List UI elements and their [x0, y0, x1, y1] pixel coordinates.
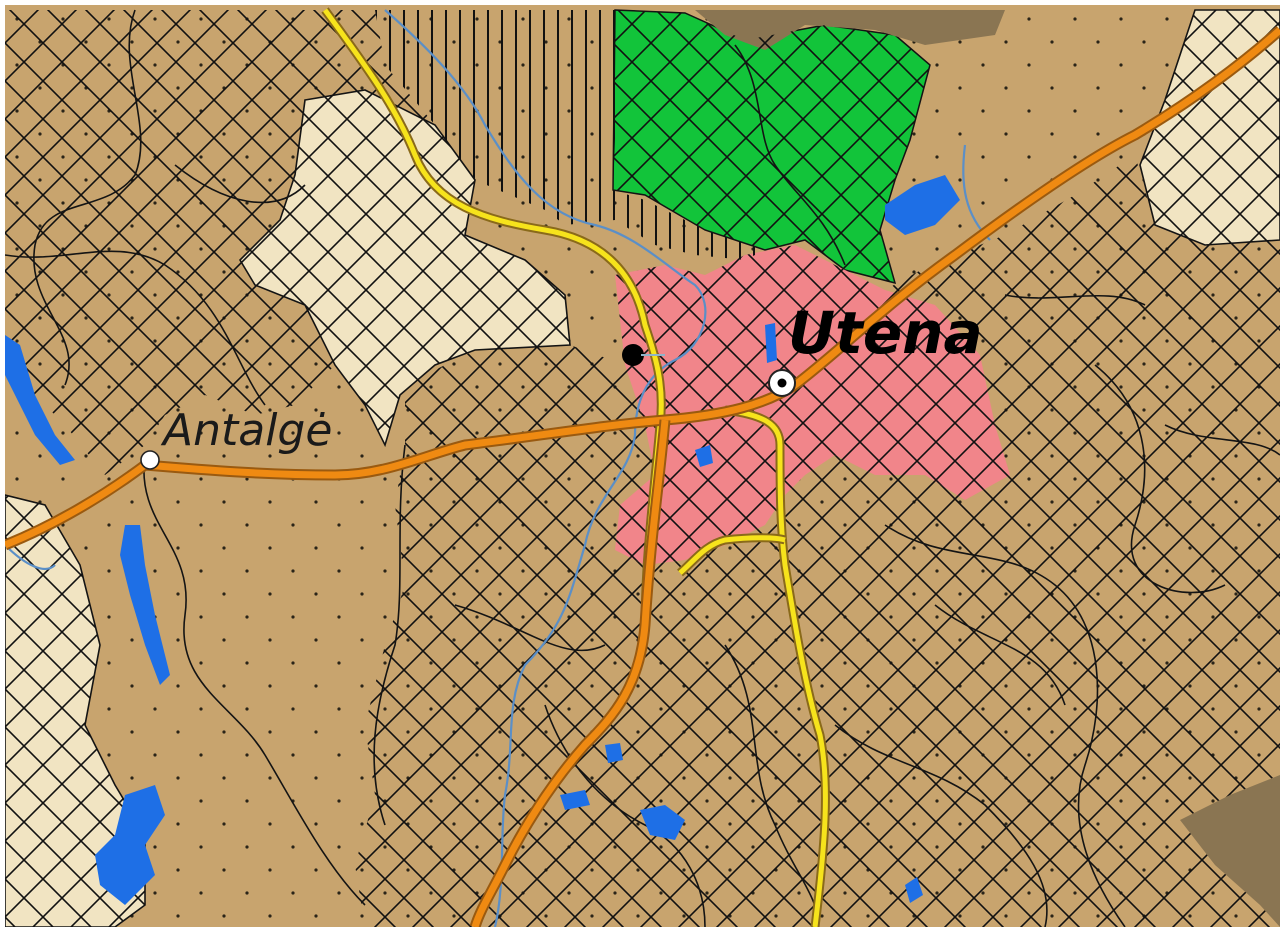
- crosshatch-area: [355, 155, 1280, 927]
- crosshatch-area: [613, 10, 930, 283]
- crosshatch-area: [240, 90, 570, 445]
- lake: [765, 323, 777, 363]
- village-label-antalge: Antalgė: [160, 405, 332, 456]
- water-bodies: [5, 175, 960, 905]
- village-marker-antalge[interactable]: [140, 450, 160, 470]
- crosshatch-area: [5, 10, 435, 475]
- dark-land-area: [1180, 775, 1280, 927]
- map-svg: Utena Antalgė: [5, 5, 1280, 927]
- town-marker-utena[interactable]: [768, 369, 796, 397]
- lake: [5, 335, 75, 465]
- main-roads: [5, 25, 1280, 927]
- crosshatch-area: [5, 495, 145, 927]
- lake: [560, 790, 590, 810]
- soil-boundaries: [5, 9, 1280, 927]
- town-label-utena: Utena: [788, 299, 983, 367]
- crosshatch-area: [1140, 10, 1280, 245]
- point-marker[interactable]: [622, 344, 665, 366]
- hatched-area: [375, 10, 765, 260]
- lake: [120, 525, 170, 685]
- lake: [695, 445, 713, 467]
- crosshatch-area: [615, 245, 1010, 565]
- lake: [605, 743, 623, 763]
- lake: [885, 175, 960, 235]
- lake: [905, 877, 923, 903]
- lake: [95, 785, 165, 905]
- lake: [640, 805, 685, 840]
- map-canvas[interactable]: Utena Antalgė: [5, 5, 1280, 927]
